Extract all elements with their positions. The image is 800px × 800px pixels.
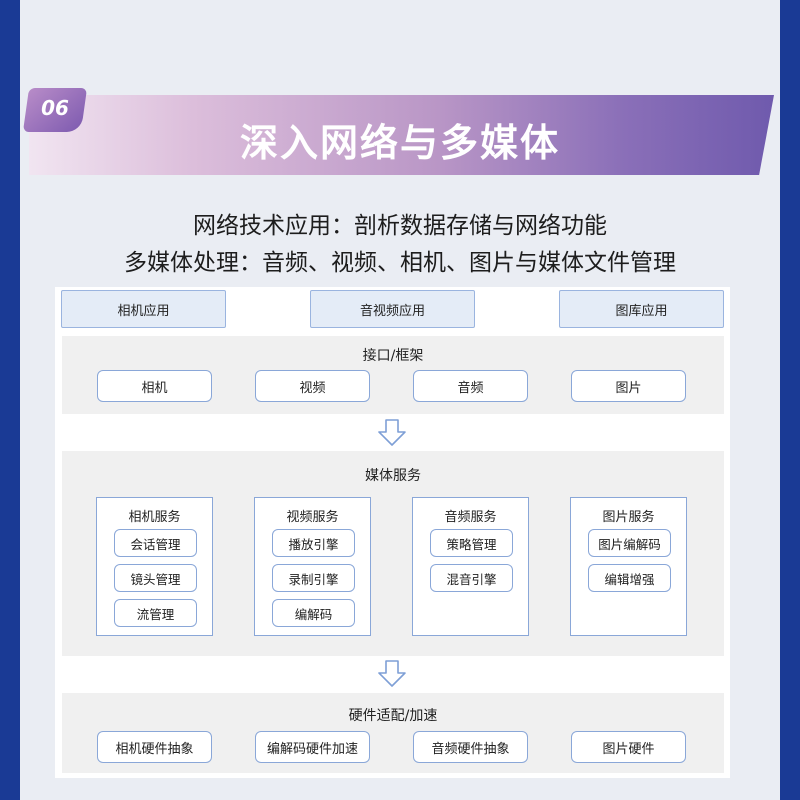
- service-item: 编辑增强: [588, 564, 671, 592]
- service-item: 流管理: [114, 599, 197, 627]
- service-item: 编解码: [272, 599, 355, 627]
- service-item: 策略管理: [430, 529, 513, 557]
- interface-item: 图片: [571, 370, 686, 402]
- down-arrow-icon: [378, 660, 406, 687]
- down-arrow-icon: [378, 419, 406, 446]
- app-audio-video: 音视频应用: [310, 290, 475, 328]
- hardware-item: 音频硬件抽象: [413, 731, 528, 763]
- interface-item: 音频: [413, 370, 528, 402]
- service-item: 播放引擎: [272, 529, 355, 557]
- service-item: 录制引擎: [272, 564, 355, 592]
- app-camera: 相机应用: [61, 290, 226, 328]
- service-item: 图片编解码: [588, 529, 671, 557]
- interface-title: 接口/框架: [362, 348, 424, 364]
- media-service-title: 媒体服务: [365, 468, 421, 484]
- section-title: 深入网络与多媒体: [239, 121, 560, 165]
- service-item: 混音引擎: [430, 564, 513, 592]
- image-service-box: 图片服务 图片编解码 编辑增强: [570, 497, 687, 636]
- hardware-title: 硬件适配/加速: [348, 708, 438, 724]
- hardware-item: 编解码硬件加速: [255, 731, 370, 763]
- section-number: 06: [41, 96, 69, 120]
- video-service-box: 视频服务 播放引擎 录制引擎 编解码: [254, 497, 371, 636]
- subtitle-multimedia: 多媒体处理：音频、视频、相机、图片与媒体文件管理: [124, 250, 676, 276]
- section-banner: [29, 95, 774, 175]
- app-gallery: 图库应用: [559, 290, 724, 328]
- hardware-item: 相机硬件抽象: [97, 731, 212, 763]
- service-title: 图片服务: [602, 510, 655, 525]
- service-title: 音频服务: [444, 510, 497, 525]
- interface-item: 视频: [255, 370, 370, 402]
- service-title: 视频服务: [286, 510, 339, 525]
- camera-service-box: 相机服务 会话管理 镜头管理 流管理: [96, 497, 213, 636]
- service-item: 镜头管理: [114, 564, 197, 592]
- service-title: 相机服务: [128, 510, 181, 525]
- hardware-item: 图片硬件: [571, 731, 686, 763]
- subtitle-network: 网络技术应用：剖析数据存储与网络功能: [193, 213, 607, 239]
- audio-service-box: 音频服务 策略管理 混音引擎: [412, 497, 529, 636]
- service-item: 会话管理: [114, 529, 197, 557]
- interface-item: 相机: [97, 370, 212, 402]
